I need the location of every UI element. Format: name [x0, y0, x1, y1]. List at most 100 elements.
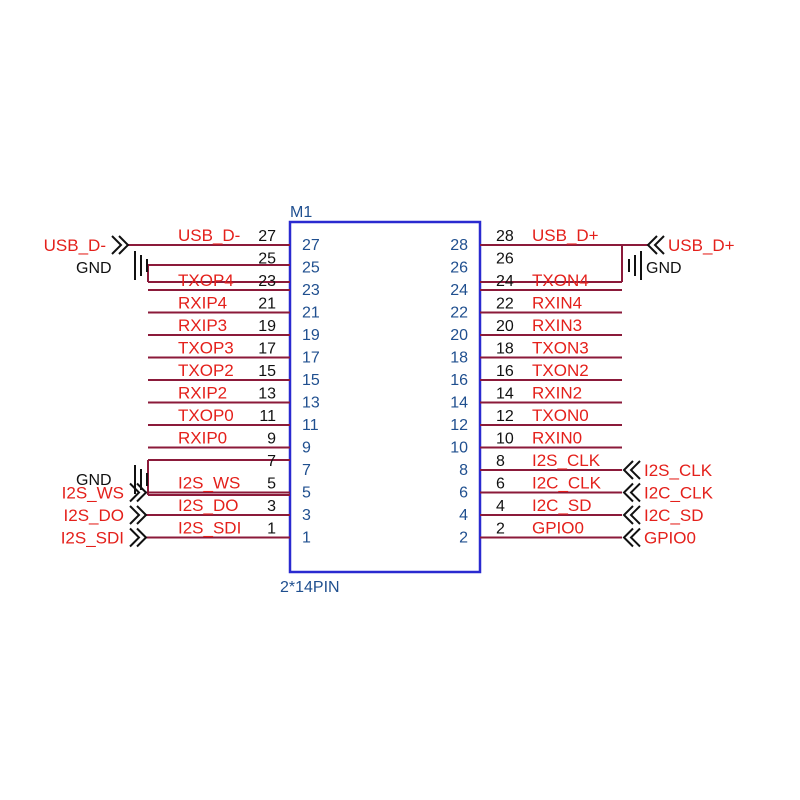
pin-number: 17: [258, 341, 276, 358]
net-label: I2S_CLK: [532, 451, 601, 470]
net-label: RXIP4: [178, 294, 227, 313]
body-pin-number: 5: [302, 485, 311, 502]
net-label: I2S_DO: [178, 496, 238, 515]
chevron-left-icon: [653, 235, 665, 255]
chevron-right-icon: [136, 527, 148, 548]
net-label: I2C_SD: [532, 496, 592, 515]
net-label: TXON3: [532, 339, 589, 358]
right-port-symbols: USB_D+ I2S_CLK I2C_CLK I2C_SD GPIO0: [622, 235, 735, 548]
port-symbol-right: I2C_CLK: [622, 482, 714, 503]
pin-number: 6: [496, 476, 505, 493]
pin-number: 7: [267, 453, 276, 470]
body-pin-number: 25: [302, 260, 320, 277]
port-label: USB_D+: [668, 236, 735, 255]
port-symbol-right: I2C_SD: [622, 505, 704, 525]
pin-number: 22: [496, 296, 514, 313]
pin-row-left-7: 77: [267, 453, 311, 479]
net-label: TXON4: [532, 271, 589, 290]
net-label: RXIN3: [532, 316, 582, 335]
port-label: I2S_CLK: [644, 461, 713, 480]
pin-number: 21: [258, 296, 276, 313]
port-symbol-right: GPIO0: [622, 527, 696, 548]
body-pin-number: 21: [302, 305, 320, 322]
body-pin-number: 22: [450, 305, 468, 322]
net-label: RXIP0: [178, 429, 227, 448]
body-pin-number: 18: [450, 350, 468, 367]
net-label: TXON0: [532, 406, 589, 425]
net-label: USB_D+: [532, 226, 599, 245]
component-value: 2*14PIN: [280, 579, 340, 596]
net-label: I2C_CLK: [532, 474, 602, 493]
pin-row-left-25: 25 25: [258, 251, 320, 277]
pin-row-right-4: 4 I2C_SD 4: [459, 496, 622, 524]
chevron-right-icon: [118, 235, 130, 255]
net-label: RXIP3: [178, 316, 227, 335]
pin-number: 27: [258, 228, 276, 245]
chevron-right-icon: [129, 527, 141, 548]
gnd-label-left-middle: GND: [76, 472, 112, 489]
body-pin-number: 6: [459, 485, 468, 502]
chevron-right-icon: [129, 505, 141, 525]
body-pin-number: 13: [302, 395, 320, 412]
net-label: TXOP0: [178, 406, 234, 425]
pin-number: 5: [267, 476, 276, 493]
component-body: [288, 220, 482, 574]
net-label: I2S_SDI: [178, 519, 241, 538]
port-label: I2S_DO: [64, 506, 124, 525]
body-pin-number: 4: [459, 507, 468, 524]
body-pin-number: 23: [302, 282, 320, 299]
pin-number: 9: [267, 431, 276, 448]
body-pin-number: 7: [302, 462, 311, 479]
pin-number: 10: [496, 431, 514, 448]
port-symbol-left: USB_D-: [44, 235, 130, 255]
port-symbol-left: I2S_WS: [62, 482, 148, 503]
port-label: I2C_CLK: [644, 484, 714, 503]
pin-number: 28: [496, 228, 514, 245]
port-label: USB_D-: [44, 236, 106, 255]
pin-number: 25: [258, 251, 276, 268]
chevron-left-icon: [646, 235, 658, 255]
pin-number: 2: [496, 521, 505, 538]
port-label: I2S_SDI: [61, 529, 124, 548]
chevron-left-icon: [622, 482, 634, 503]
pin-number: 4: [496, 498, 505, 515]
pin-number: 8: [496, 453, 505, 470]
port-label: I2C_SD: [644, 506, 704, 525]
chevron-right-icon: [111, 235, 123, 255]
net-label: TXON2: [532, 361, 589, 380]
pin-number: 1: [267, 521, 276, 538]
pin-number: 13: [258, 386, 276, 403]
port-label: I2S_WS: [62, 484, 124, 503]
pin-row-left-21: 21 RXIP4 21: [148, 294, 320, 322]
pin-number: 24: [496, 273, 514, 290]
body-pin-number: 24: [450, 282, 468, 299]
body-pin-number: 9: [302, 440, 311, 457]
net-label: USB_D-: [178, 226, 240, 245]
pin-row-left-13: 13 RXIP2 13: [148, 384, 320, 412]
pin-number: 3: [267, 498, 276, 515]
body-pin-number: 16: [450, 372, 468, 389]
component-ref: M1: [290, 204, 312, 221]
pin-number: 16: [496, 363, 514, 380]
chevron-left-icon: [622, 460, 634, 480]
net-label: GPIO0: [532, 519, 584, 538]
gnd-label-left-top: GND: [76, 260, 112, 277]
net-label: RXIP2: [178, 384, 227, 403]
